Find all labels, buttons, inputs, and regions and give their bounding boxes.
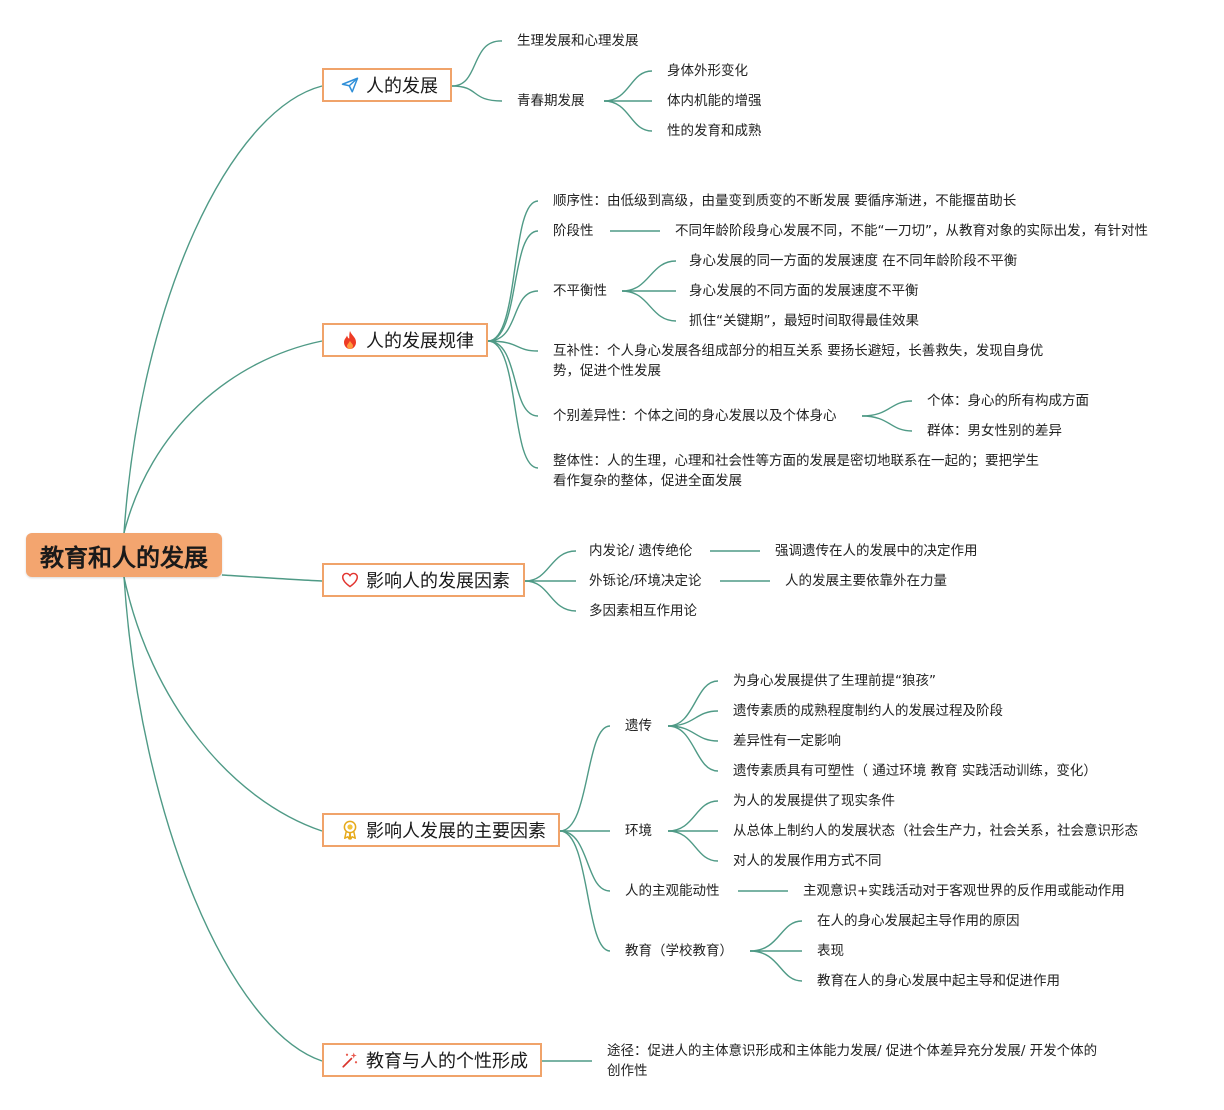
- node-adolescence[interactable]: 青春期发展: [517, 93, 585, 109]
- node-complementarity[interactable]: 互补性：个人身心发展各组成部分的相互关系 要扬长避短，长善救失，发现自身优势，促…: [553, 343, 1044, 379]
- node-nativism[interactable]: 内发论/ 遗传绝伦: [589, 543, 693, 559]
- node-imbalance-b[interactable]: 身心发展的不同方面的发展速度不平衡: [689, 283, 919, 299]
- branch-label: 影响人发展的主要因素: [366, 821, 546, 842]
- node-nativism-detail[interactable]: 强调遗传在人的发展中的决定作用: [775, 543, 978, 559]
- branch-development-laws[interactable]: 人的发展规律: [322, 323, 488, 357]
- root-topic[interactable]: 教育和人的发展: [26, 533, 222, 577]
- branch-label: 人的发展: [366, 76, 438, 97]
- node-environmentalism-detail[interactable]: 人的发展主要依靠外在力量: [785, 573, 947, 589]
- heart-icon: [340, 570, 360, 590]
- node-environmentalism[interactable]: 外铄论/环境决定论: [589, 573, 702, 589]
- fire-icon: [340, 330, 360, 350]
- node-education-c[interactable]: 教育在人的身心发展中起主导和促进作用: [817, 973, 1060, 989]
- node-initiative-detail[interactable]: 主观意识+实践活动对于客观世界的反作用或能动作用: [803, 883, 1125, 899]
- node-sequence[interactable]: 顺序性：由低级到高级，由量变到质变的不断发展 要循序渐进，不能揠苗助长: [553, 193, 1017, 209]
- node-environment-c[interactable]: 对人的发展作用方式不同: [733, 853, 882, 869]
- node-heredity[interactable]: 遗传: [625, 718, 652, 734]
- node-body-shape[interactable]: 身体外形变化: [667, 63, 748, 79]
- node-heredity-a[interactable]: 为身心发展提供了生理前提“狼孩”: [733, 673, 936, 689]
- node-education[interactable]: 教育（学校教育）: [625, 943, 733, 959]
- paper-plane-icon: [340, 75, 360, 95]
- branch-influencing-factors[interactable]: 影响人的发展因素: [322, 563, 525, 597]
- node-imbalance-c[interactable]: 抓住“关键期”，最短时间取得最佳效果: [689, 313, 919, 329]
- node-sexual-maturity[interactable]: 性的发育和成熟: [667, 123, 762, 139]
- node-heredity-b[interactable]: 遗传素质的成熟程度制约人的发展过程及阶段: [733, 703, 1003, 719]
- node-education-b[interactable]: 表现: [817, 943, 844, 959]
- node-individual[interactable]: 个体：身心的所有构成方面: [927, 393, 1089, 409]
- branch-label: 影响人的发展因素: [366, 571, 510, 592]
- node-imbalance-a[interactable]: 身心发展的同一方面的发展速度 在不同年龄阶段不平衡: [689, 253, 1018, 269]
- node-education-a[interactable]: 在人的身心发展起主导作用的原因: [817, 913, 1020, 929]
- sparkle-icon: [340, 1050, 360, 1070]
- node-stage[interactable]: 阶段性: [553, 223, 594, 239]
- branch-label: 教育与人的个性形成: [366, 1051, 528, 1072]
- node-interaction-theory[interactable]: 多因素相互作用论: [589, 603, 697, 619]
- node-body-function[interactable]: 体内机能的增强: [667, 93, 762, 109]
- branch-label: 人的发展规律: [366, 331, 474, 352]
- node-approach[interactable]: 途径：促进人的主体意识形成和主体能力发展/ 促进个体差异充分发展/ 开发个体的创…: [607, 1043, 1098, 1079]
- node-physio-psych[interactable]: 生理发展和心理发展: [517, 33, 639, 49]
- node-initiative[interactable]: 人的主观能动性: [625, 883, 720, 899]
- node-environment-a[interactable]: 为人的发展提供了现实条件: [733, 793, 895, 809]
- node-group[interactable]: 群体：男女性别的差异: [927, 423, 1062, 439]
- node-heredity-c[interactable]: 差异性有一定影响: [733, 733, 841, 749]
- node-stage-detail[interactable]: 不同年龄阶段身心发展不同，不能“一刀切”，从教育对象的实际出发，有针对性: [675, 223, 1148, 239]
- branch-human-development[interactable]: 人的发展: [322, 68, 452, 102]
- node-individual-difference[interactable]: 个别差异性：个体之间的身心发展以及个体身心: [553, 408, 837, 424]
- branch-main-factors[interactable]: 影响人发展的主要因素: [322, 813, 560, 847]
- award-icon: [340, 820, 360, 840]
- node-imbalance[interactable]: 不平衡性: [553, 283, 607, 299]
- node-wholeness[interactable]: 整体性：人的生理，心理和社会性等方面的发展是密切地联系在一起的；要把学生看作复杂…: [553, 453, 1039, 489]
- node-environment[interactable]: 环境: [625, 823, 652, 839]
- branch-personality-formation[interactable]: 教育与人的个性形成: [322, 1043, 542, 1077]
- node-environment-b[interactable]: 从总体上制约人的发展状态（社会生产力，社会关系，社会意识形态: [733, 823, 1138, 839]
- node-heredity-d[interactable]: 遗传素质具有可塑性（ 通过环境 教育 实践活动训练，变化）: [733, 763, 1097, 779]
